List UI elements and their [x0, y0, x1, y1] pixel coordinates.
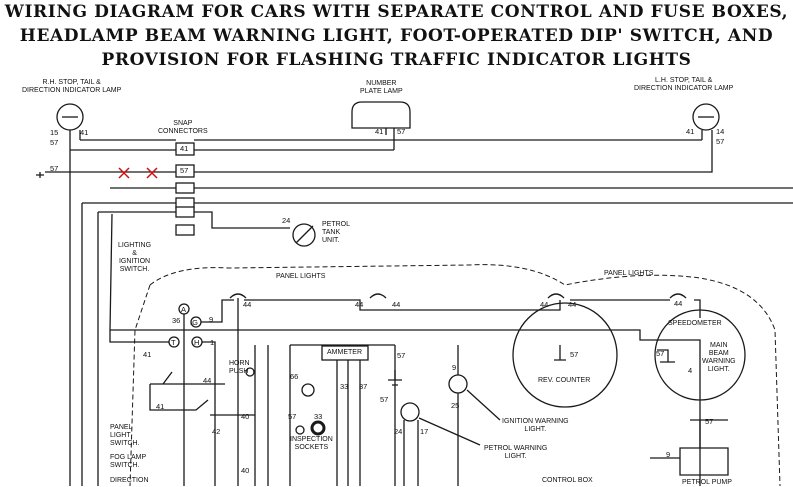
- wire-number: 9: [209, 315, 214, 324]
- wire-number: 40: [241, 466, 250, 475]
- number-plate-lamp: [351, 101, 411, 129]
- wire-number: 14: [716, 127, 725, 136]
- snap-connector-6: [175, 224, 195, 236]
- diagram-title-line-3: PROVISION FOR FLASHING TRAFFIC INDICATOR…: [101, 50, 692, 70]
- snap-connector-3: [175, 182, 195, 194]
- wire-number: 1: [210, 338, 215, 347]
- diagram-title-line-1: WIRING DIAGRAM FOR CARS WITH SEPARATE CO…: [4, 2, 789, 22]
- wire-number: 57: [180, 166, 189, 175]
- wire-number: 57: [380, 395, 389, 404]
- wire-number: 57: [705, 417, 714, 426]
- wire-number: 41: [375, 127, 384, 136]
- wire-number: 44: [243, 300, 252, 309]
- wire-number: 41: [156, 402, 165, 411]
- horn-push: [245, 367, 255, 377]
- petrol-pump: [650, 419, 729, 476]
- wire-number: 57: [50, 164, 59, 173]
- lh-lamp-label: L.H. STOP, TAIL &DIRECTION INDICATOR LAM…: [634, 77, 734, 92]
- wire-number: 44: [674, 299, 683, 308]
- wire-number: 66: [290, 372, 299, 381]
- wire-number: 41: [686, 127, 695, 136]
- wire-number: 41: [180, 144, 189, 153]
- wire-number: 57: [50, 138, 59, 147]
- wire-number: 44: [203, 376, 212, 385]
- ammeter-label: AMMETER: [327, 349, 362, 356]
- rev-counter-label: REV. COUNTER: [538, 377, 591, 384]
- wire-number: 57: [716, 137, 725, 146]
- inspection-socket-b: [310, 420, 326, 436]
- wire-number: 17: [420, 427, 429, 436]
- wire-number: 24: [282, 216, 291, 225]
- wire-number: 41: [143, 350, 152, 359]
- wire-number: 44: [355, 300, 364, 309]
- ammeter-box: [321, 345, 369, 361]
- wire-number: 9: [666, 450, 671, 459]
- wire-number: 57: [288, 412, 297, 421]
- wire-number: 57: [570, 350, 579, 359]
- wire-number: 42: [212, 427, 221, 436]
- wire-number: 44: [540, 300, 549, 309]
- snap-connector-57: [175, 164, 195, 178]
- direction-label: DIRECTION: [110, 477, 149, 484]
- wire-number: 33: [314, 412, 323, 421]
- rh-lamp-label: R.H. STOP, TAIL &DIRECTION INDICATOR LAM…: [22, 79, 122, 94]
- wire-number: 15: [50, 128, 59, 137]
- wire-number: 44: [392, 300, 401, 309]
- rev-counter: [512, 302, 618, 408]
- cut-marks: [118, 167, 158, 179]
- wire-number: 36: [172, 316, 181, 325]
- wire-number: 24: [394, 427, 403, 436]
- wire-number: 40: [241, 412, 250, 421]
- wire-number: 9: [452, 363, 457, 372]
- diagram-title-line-2: HEADLAMP BEAM WARNING LIGHT, FOOT-OPERAT…: [19, 26, 774, 46]
- speedometer: [654, 309, 746, 401]
- wire-number: 41: [80, 128, 89, 137]
- wire-number: 57: [656, 349, 665, 358]
- wire-number: A: [181, 305, 187, 314]
- wire-number: 4: [688, 366, 693, 375]
- ignition-warning-light: [448, 374, 468, 394]
- wire-number: T: [171, 338, 176, 347]
- petrol-tank-unit: [292, 223, 316, 247]
- wire-number: 33: [340, 382, 349, 391]
- inspection-socket-a: [295, 425, 305, 435]
- wire-number: H: [194, 338, 200, 347]
- wire-number: 57: [397, 127, 406, 136]
- wire-number: 44: [568, 300, 577, 309]
- petrol-pump-label: PETROL PUMP: [682, 479, 732, 486]
- wire-number: 25: [451, 401, 460, 410]
- wire-number: 37: [359, 382, 368, 391]
- wire-number: 57: [397, 351, 406, 360]
- snap-connector-41: [175, 142, 195, 156]
- panel-lights-label-a: PANEL LIGHTS: [276, 273, 326, 280]
- snap-connector-5: [175, 206, 195, 218]
- control-box-label: CONTROL BOX: [542, 477, 593, 484]
- speedometer-label: SPEEDOMETER: [668, 320, 722, 327]
- lh-stop-tail-lamp: [692, 103, 720, 131]
- panel-lights-label-b: PANEL LIGHTS: [604, 270, 654, 277]
- fuse-66: [301, 383, 315, 397]
- wire-number: IG: [190, 318, 198, 327]
- petrol-warning-light: [400, 402, 420, 422]
